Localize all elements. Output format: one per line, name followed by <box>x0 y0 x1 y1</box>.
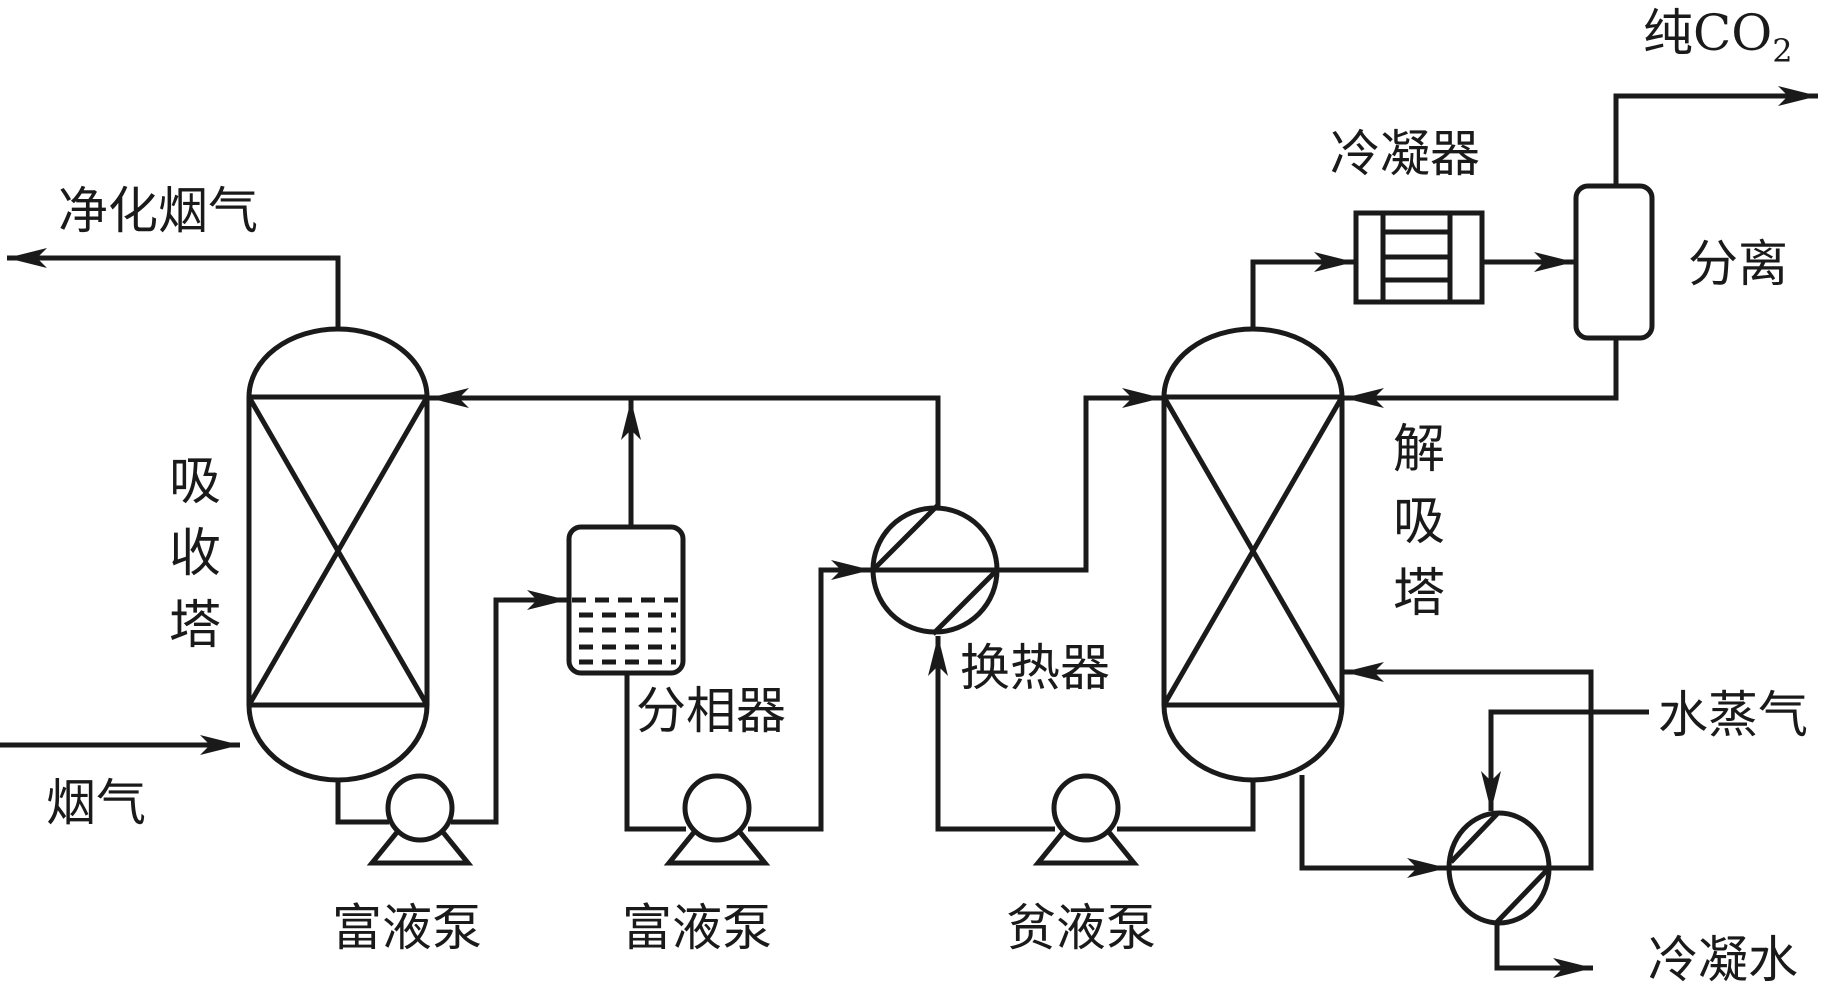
desorber-bottom-to-reboiler-stream <box>1299 775 1447 878</box>
clean-flue-gas-stream <box>7 248 341 329</box>
separator-to-rich-pump-2-stream <box>624 673 686 832</box>
lean-pump-icon <box>1032 773 1140 866</box>
rich-pump-2-icon <box>663 773 771 866</box>
flue-gas-label: 烟气 <box>46 774 146 832</box>
steam-inlet-stream <box>1481 709 1649 811</box>
heat-exchanger-icon <box>870 503 1000 636</box>
condensate-label: 冷凝水 <box>1648 931 1798 989</box>
lean-solvent-to-absorber-stream <box>429 388 941 508</box>
condensate-outlet-stream <box>1494 922 1593 978</box>
pure-co2-outlet-stream <box>1613 86 1818 186</box>
pure-co2-subscript: 2 <box>1772 32 1793 70</box>
desorber-column <box>1161 326 1345 783</box>
absorber-column <box>246 326 430 783</box>
separator-reflux-stream <box>1344 338 1619 408</box>
rich-pump-1-to-separator-stream <box>451 590 567 825</box>
pure-co2-label: 纯CO2 <box>1643 8 1793 67</box>
desorber-overhead-stream <box>1250 252 1354 329</box>
steam-label: 水蒸气 <box>1658 686 1808 744</box>
condenser-icon <box>1353 210 1485 305</box>
rich-pump-1-label: 富液泵 <box>332 899 482 957</box>
clean-flue-gas-label: 净化烟气 <box>58 182 258 240</box>
lean-pump-to-heat-exchanger-stream <box>928 636 1055 832</box>
phase-separator-vessel <box>566 524 686 676</box>
rich-pump-2-to-heat-exchanger-stream <box>748 560 871 832</box>
separator-label: 分离 <box>1688 235 1788 293</box>
condenser-label: 冷凝器 <box>1330 125 1480 183</box>
pure-co2-text: 纯CO <box>1643 4 1773 62</box>
desorber-to-lean-pump-stream <box>1117 780 1256 832</box>
gas-liquid-separator-vessel <box>1573 183 1655 341</box>
phase-separator-label: 分相器 <box>636 682 786 740</box>
rich-pump-1-icon <box>366 773 474 866</box>
rich-pump-2-label: 富液泵 <box>622 899 772 957</box>
lean-pump-label: 贫液泵 <box>1006 899 1156 957</box>
reboiler-vapor-to-desorber-stream <box>1344 662 1594 871</box>
rich-solvent-to-desorber-stream <box>997 388 1162 573</box>
heat-exchanger-label: 换热器 <box>960 639 1110 697</box>
absorber-to-rich-pump-1-stream <box>335 780 389 825</box>
reboiler-icon <box>1446 810 1552 926</box>
desorber-label: 解吸塔 <box>1392 420 1445 624</box>
absorber-label: 吸收塔 <box>168 452 221 656</box>
